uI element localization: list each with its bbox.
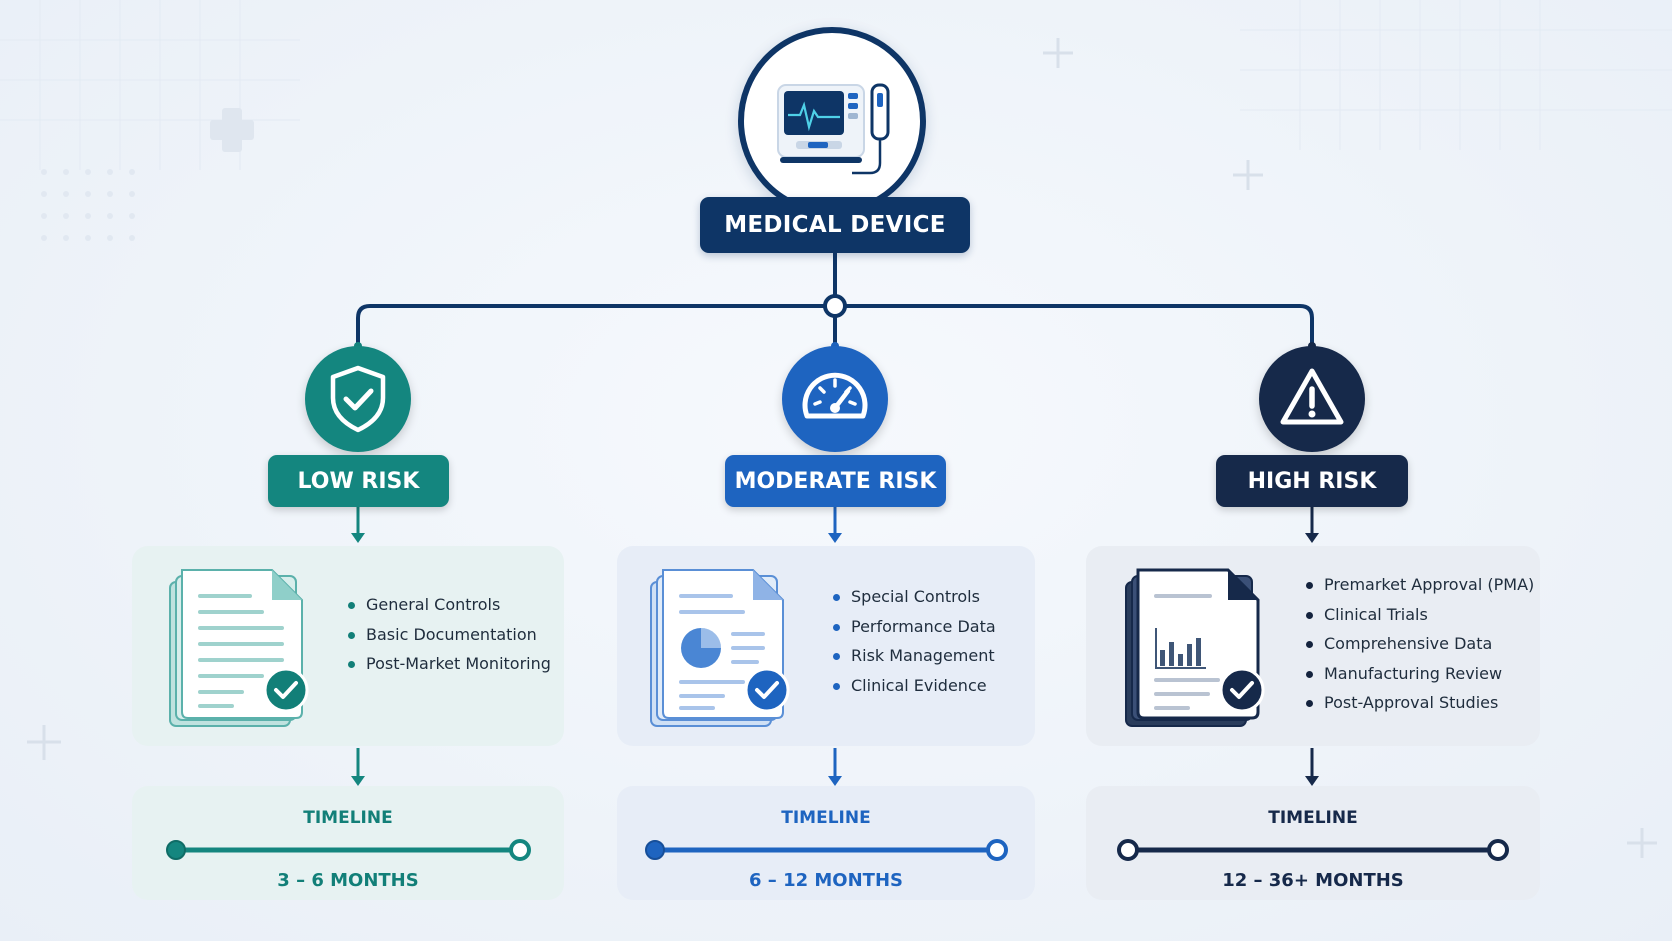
- timeline-bar: [166, 839, 531, 861]
- timeline-bar: [1117, 839, 1509, 861]
- high-risk-requirements-panel: Premarket Approval (PMA) Clinical Trials…: [1086, 546, 1540, 746]
- timeline-heading: TIMELINE: [1268, 808, 1358, 828]
- document-chart-icon: [650, 569, 790, 727]
- moderate-risk-requirements-list: Special Controls Performance Data Risk M…: [831, 582, 996, 700]
- speedometer-icon: [802, 372, 868, 419]
- list-item: General Controls: [346, 590, 551, 620]
- list-item: Risk Management: [831, 641, 996, 671]
- moderate-risk-requirements-panel: Special Controls Performance Data Risk M…: [617, 546, 1035, 746]
- shield-check-icon: [330, 365, 386, 433]
- moderate-risk-icon-circle: [782, 346, 888, 452]
- document-bar-chart-icon: [1125, 568, 1265, 727]
- timeline-heading: TIMELINE: [303, 808, 393, 828]
- medical-device-title: MEDICAL DEVICE: [700, 197, 970, 253]
- timeline-bar: [645, 839, 1008, 861]
- timeline-value: 6 – 12 MONTHS: [749, 870, 903, 891]
- list-item: Basic Documentation: [346, 620, 551, 650]
- low-risk-requirements-list: General Controls Basic Documentation Pos…: [346, 590, 551, 679]
- medical-monitor-icon: [777, 83, 890, 175]
- list-item: Manufacturing Review: [1304, 659, 1534, 689]
- timeline-value: 12 – 36+ MONTHS: [1222, 870, 1404, 891]
- high-risk-requirements-list: Premarket Approval (PMA) Clinical Trials…: [1304, 570, 1534, 718]
- timeline-value: 3 – 6 MONTHS: [277, 870, 419, 891]
- warning-triangle-icon: [1280, 368, 1344, 425]
- list-item: Clinical Trials: [1304, 600, 1534, 630]
- list-item: Special Controls: [831, 582, 996, 612]
- list-item: Premarket Approval (PMA): [1304, 570, 1534, 600]
- high-risk-icon-circle: [1259, 346, 1365, 452]
- low-risk-timeline-panel: TIMELINE 3 – 6 MONTHS: [132, 786, 564, 900]
- moderate-risk-timeline-panel: TIMELINE 6 – 12 MONTHS: [617, 786, 1035, 900]
- document-stack-icon: [169, 569, 309, 727]
- list-item: Clinical Evidence: [831, 671, 996, 701]
- list-item: Comprehensive Data: [1304, 629, 1534, 659]
- list-item: Performance Data: [831, 612, 996, 642]
- timeline-heading: TIMELINE: [781, 808, 871, 828]
- low-risk-label: LOW RISK: [268, 455, 449, 507]
- list-item: Post-Market Monitoring: [346, 649, 551, 679]
- moderate-risk-label: MODERATE RISK: [725, 455, 946, 507]
- low-risk-requirements-panel: General Controls Basic Documentation Pos…: [132, 546, 564, 746]
- device-circle: [738, 27, 926, 215]
- high-risk-label: HIGH RISK: [1216, 455, 1408, 507]
- list-item: Post-Approval Studies: [1304, 688, 1534, 718]
- low-risk-icon-circle: [305, 346, 411, 452]
- high-risk-timeline-panel: TIMELINE 12 – 36+ MONTHS: [1086, 786, 1540, 900]
